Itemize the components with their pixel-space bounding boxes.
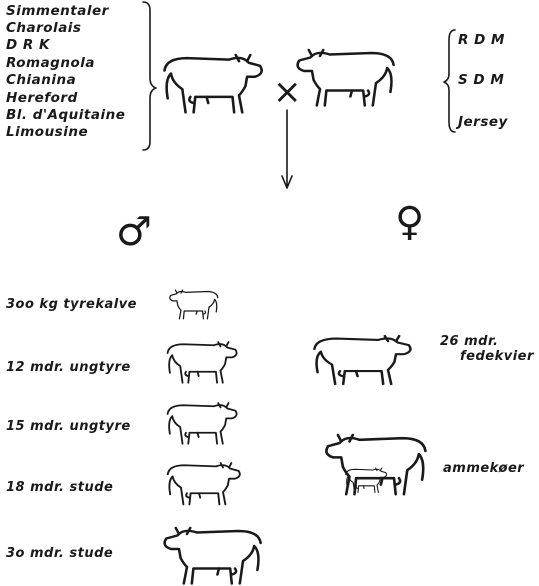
calf-icon [170, 290, 218, 319]
young-bull-15-icon [168, 403, 237, 444]
cow-icon [298, 50, 394, 106]
bull-icon [164, 55, 261, 112]
down-arrow [282, 110, 292, 188]
sire-brace [143, 2, 156, 150]
steer-30-icon [165, 528, 261, 584]
steer-18-icon [168, 463, 240, 504]
young-bull-12-icon [168, 342, 237, 383]
suckler-cow-icon [326, 435, 425, 494]
dam-brace [444, 30, 455, 132]
heifer-icon [314, 336, 410, 384]
nursing-calf-icon [346, 468, 387, 492]
